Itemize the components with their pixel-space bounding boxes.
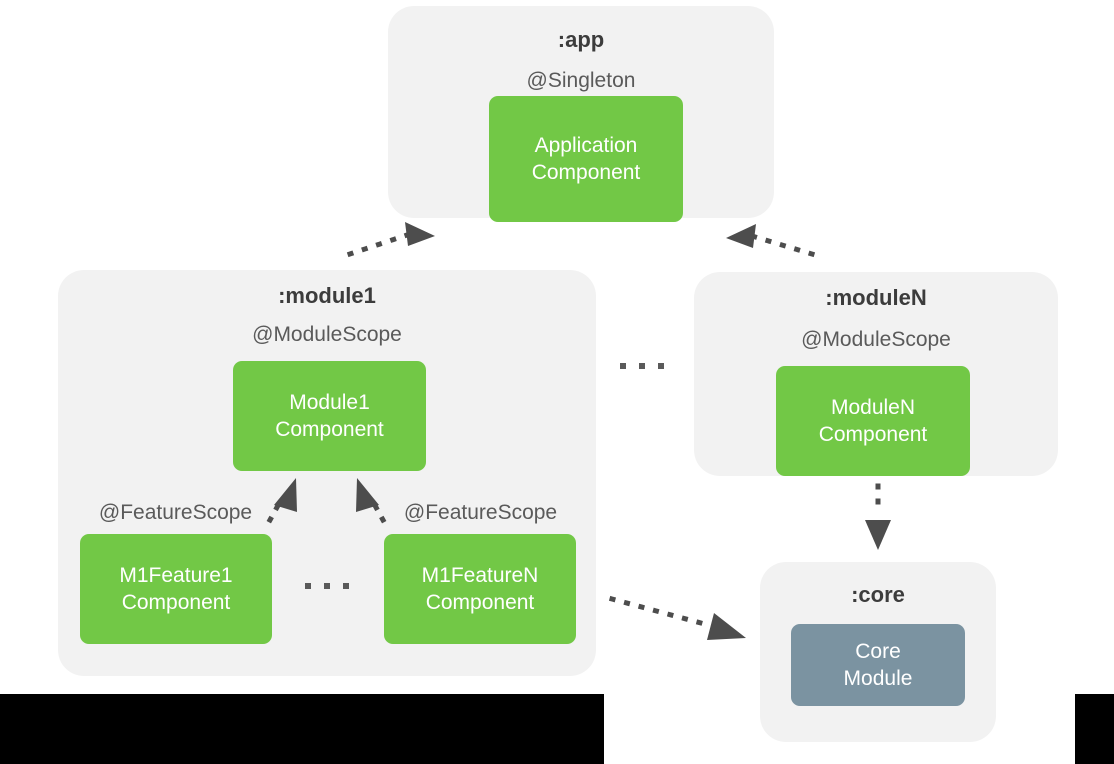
component-line-2: Module [843,667,913,690]
component-m1featuren-component[interactable]: M1FeatureN Component [384,534,576,644]
component-line-2: Component [425,591,535,614]
features-ellipsis [305,583,349,589]
modules-ellipsis [620,363,664,369]
scope-label-modulescope-modulen: @ModuleScope [801,328,951,351]
component-line-2: Component [818,423,928,446]
component-line-1: Application [534,133,638,157]
scope-label-modulescope-module1: @ModuleScope [252,323,402,346]
component-line-2: Component [531,161,641,184]
ellipsis-dot [620,363,626,369]
bottom-black-bar-left [0,694,604,764]
component-line-2: Component [275,418,384,441]
component-core-module[interactable]: Core Module [791,624,965,706]
module-panel-app[interactable]: :app @Singleton Application Component [388,6,774,222]
module-panel-core[interactable]: :core Core Module [760,562,996,742]
scope-label-singleton: @Singleton [526,69,636,92]
component-m1feature1-component[interactable]: M1Feature1 Component [80,534,272,644]
component-line-1: ModuleN [830,395,916,419]
component-line-1: M1FeatureN [421,563,539,587]
module-panel-modulen[interactable]: :moduleN @ModuleScope ModuleN Component [694,272,1058,476]
ellipsis-dot [305,583,311,589]
ellipsis-dot [343,583,349,589]
component-line-1: Module1 [289,390,370,414]
bottom-black-bar-right [1075,694,1114,764]
edge-modulen-to-core [865,483,891,550]
edge-module1-to-app [346,222,435,258]
component-modulen-component[interactable]: ModuleN Component [776,366,970,476]
module-title-app: :app [557,27,605,52]
module-title-module1: :module1 [278,283,376,308]
component-line-2: Component [121,591,231,614]
ellipsis-dot [639,363,645,369]
ellipsis-dot [658,363,664,369]
component-application-component[interactable]: Application Component [489,96,683,222]
scope-label-featurescope-left: @FeatureScope [98,501,253,524]
component-module1-component[interactable]: Module1 Component [233,361,426,471]
module-panel-module1[interactable]: :module1 @ModuleScope Module1 Component … [58,270,596,676]
component-line-1: Core [855,639,901,663]
scope-label-featurescope-right: @FeatureScope [403,501,558,524]
module-title-core: :core [851,582,905,607]
component-line-1: M1Feature1 [119,563,233,587]
edge-module1-to-core [608,595,746,640]
module-title-modulen: :moduleN [825,285,927,310]
edge-modulen-to-app [726,224,816,258]
ellipsis-dot [324,583,330,589]
